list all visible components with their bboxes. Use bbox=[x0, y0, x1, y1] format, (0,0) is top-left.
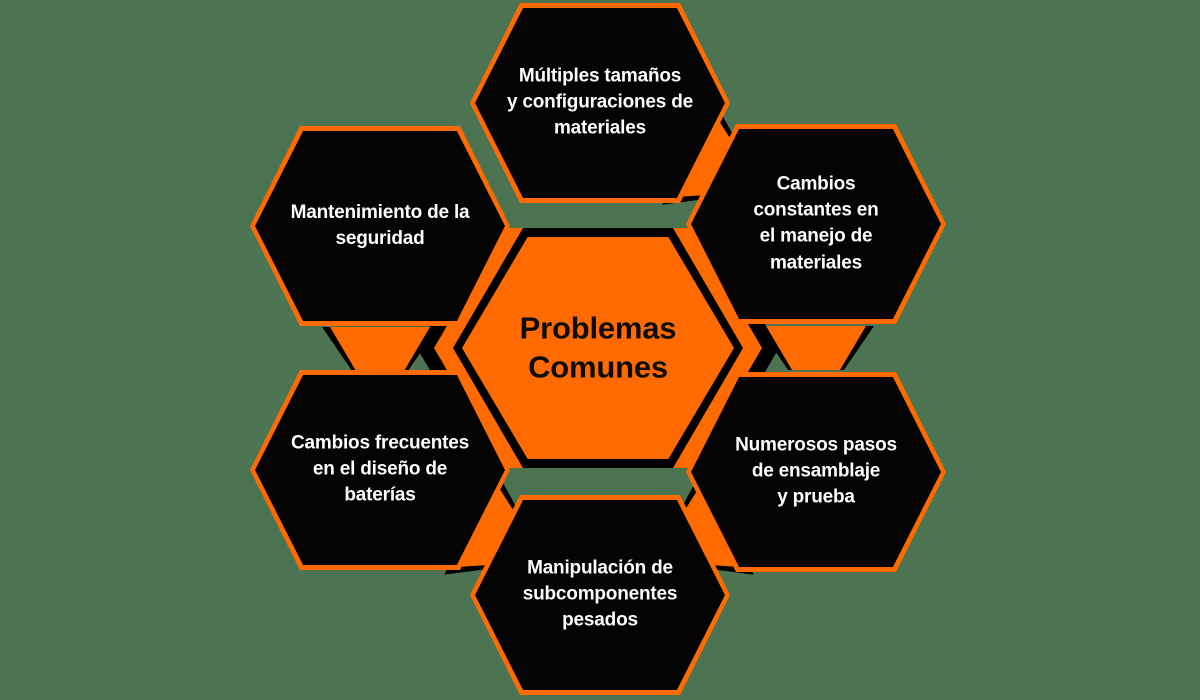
hexagon-bottom-right-label: Numerosos pasos de ensamblaje y prueba bbox=[735, 434, 897, 509]
hexagon-fill bbox=[475, 8, 725, 198]
hexagon-fill bbox=[255, 375, 505, 565]
hexagon-bottom: Manipulación de subcomponentes pesados bbox=[470, 495, 730, 695]
hexagon-fill bbox=[475, 500, 725, 690]
hexagon-top-label: Múltiples tamaños y configuraciones de m… bbox=[506, 65, 694, 140]
hexagon-fill bbox=[462, 237, 734, 459]
hexagon-bottom-label: Manipulación de subcomponentes pesados bbox=[522, 557, 678, 632]
hexagon-top-right-label: Cambios constantes en el manejo de mater… bbox=[753, 173, 879, 274]
connector-fill bbox=[330, 327, 430, 371]
connector-fill bbox=[766, 326, 866, 370]
hexagon-bottom-left-label: Cambios frecuentes en el diseño de bater… bbox=[290, 432, 469, 507]
connector-bottomleft-topleft bbox=[322, 327, 438, 371]
hexagon-fill bbox=[255, 131, 505, 321]
hexagon-top-right: Cambios constantes en el manejo de mater… bbox=[686, 124, 946, 324]
hexagon-center-label: Problemas Comunes bbox=[519, 310, 677, 384]
connector-topright-bottomright bbox=[758, 326, 874, 370]
hexagon-top-left-label: Mantenimiento de la seguridad bbox=[290, 201, 470, 249]
hexagon-top: Múltiples tamaños y configuraciones de m… bbox=[470, 3, 730, 203]
hexagon-top-left: Mantenimiento de la seguridad bbox=[250, 126, 510, 326]
hexagon-bottom-right: Numerosos pasos de ensamblaje y prueba bbox=[686, 372, 946, 572]
hexagon-center: Problemas Comunes bbox=[453, 228, 743, 468]
hexagon-bottom-left: Cambios frecuentes en el diseño de bater… bbox=[250, 370, 510, 570]
hexagon-fill bbox=[691, 377, 941, 567]
hexagon-fill bbox=[691, 129, 941, 319]
